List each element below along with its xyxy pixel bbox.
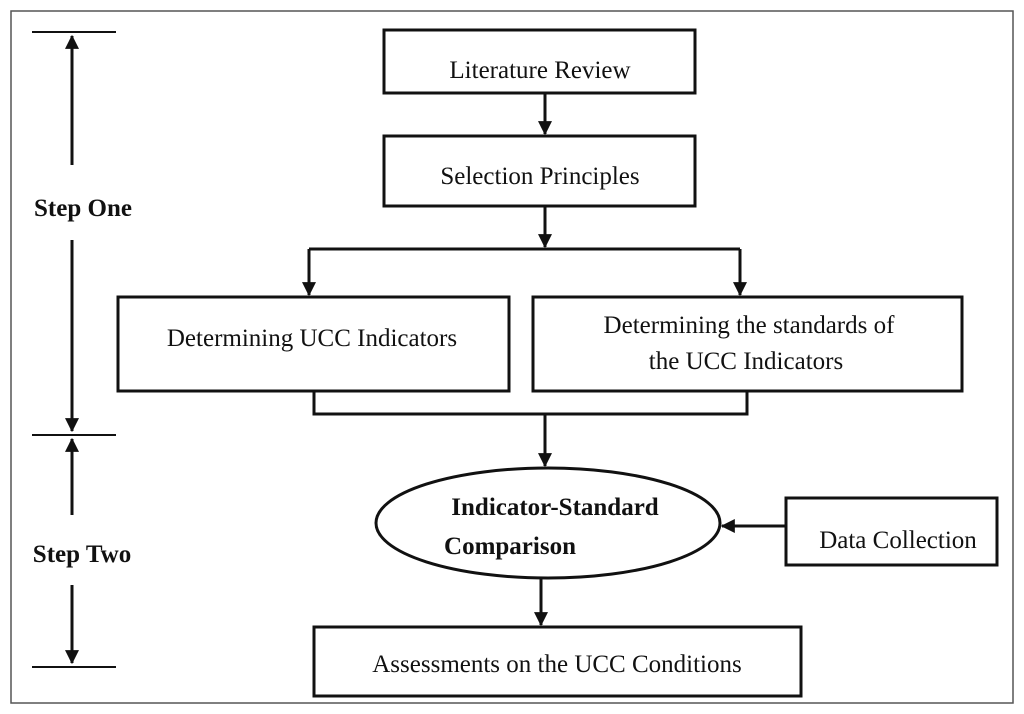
connectors (302, 93, 786, 627)
merge-bracket (312, 391, 749, 416)
data-collection-label: Data Collection (819, 527, 977, 554)
data-collection-box (784, 496, 999, 567)
node-comparison: Indicator-Standard Comparison (374, 466, 722, 580)
selection-principles-label: Selection Principles (440, 163, 639, 190)
selection-principles-box (382, 134, 697, 208)
comparison-label-line2: Comparison (444, 533, 576, 560)
node-determining-indicators: Determining UCC Indicators (116, 295, 511, 393)
assessments-label: Assessments on the UCC Conditions (372, 651, 741, 678)
literature-review-label: Literature Review (449, 57, 630, 84)
step-two-label: Step Two (33, 541, 131, 568)
node-assessments: Assessments on the UCC Conditions (312, 625, 803, 698)
determining-indicators-label: Determining UCC Indicators (167, 325, 457, 352)
outer-frame (10, 10, 1014, 704)
determining-standards-label-line1: Determining the standards of (604, 312, 896, 339)
literature-review-box (382, 28, 697, 95)
comparison-ellipse (374, 466, 722, 580)
assessments-box (312, 625, 803, 698)
comparison-label-line1: Indicator-Standard (451, 494, 659, 521)
node-selection-principles: Selection Principles (382, 134, 697, 208)
determining-indicators-box (116, 295, 511, 393)
node-literature-review: Literature Review (382, 28, 697, 95)
node-determining-standards: Determining the standards of the UCC Ind… (531, 295, 964, 393)
node-data-collection: Data Collection (784, 496, 999, 567)
determining-standards-label-line2: the UCC Indicators (649, 348, 843, 375)
step-scale: Step One Step Two (32, 31, 132, 668)
step-one-label: Step One (34, 195, 132, 222)
determining-standards-box (531, 295, 964, 393)
